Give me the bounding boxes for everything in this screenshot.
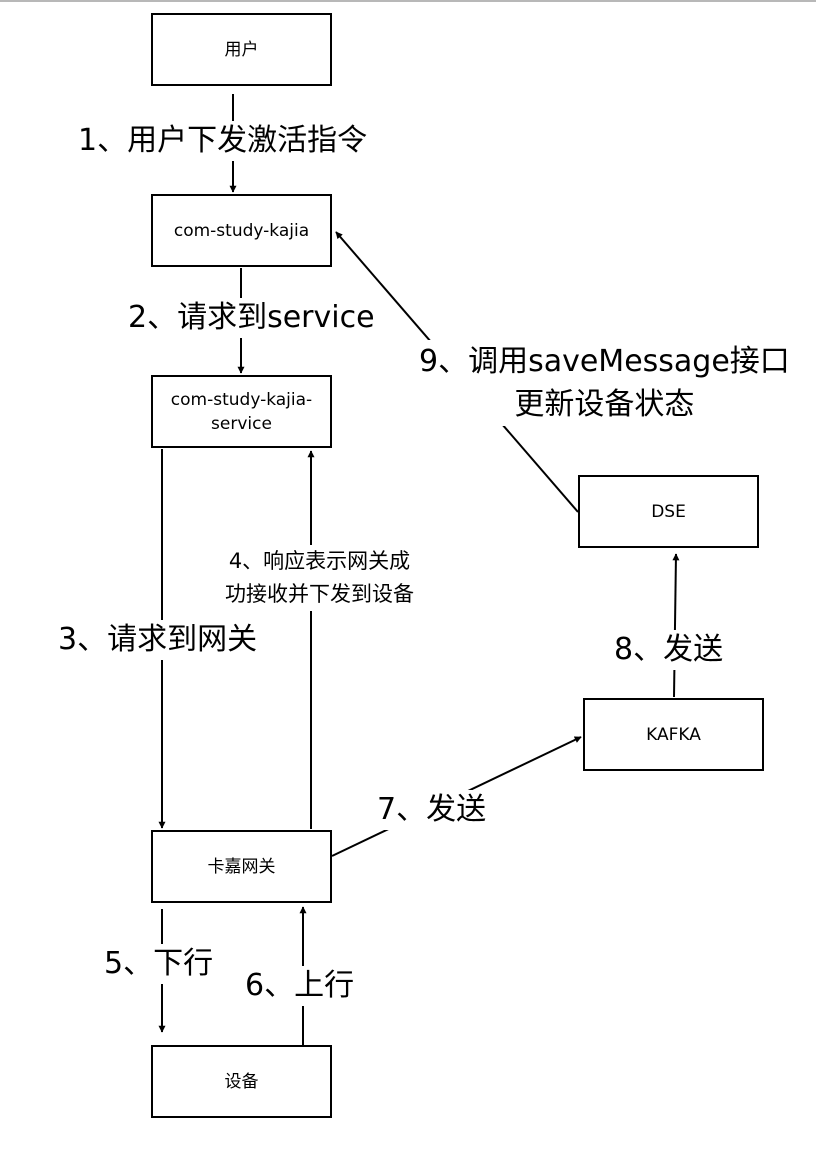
node-com-study-kajia-service: com-study-kajia- service [151, 375, 332, 448]
node-user: 用户 [151, 13, 332, 86]
node-dse: DSE [578, 475, 759, 548]
edge-label-step3: 3、请求到网关 [58, 620, 258, 660]
edge-label-step1: 1、用户下发激活指令 [78, 121, 368, 161]
edge-label-step7: 7、发送 [377, 790, 487, 830]
edge-label-step4: 4、响应表示网关成 功接收并下发到设备 [225, 545, 414, 611]
window-top-border [0, 0, 816, 2]
edge-label-step2: 2、请求到service [128, 298, 375, 338]
edge-label-step9: 9、调用saveMessage接口 更新设备状态 [419, 340, 790, 426]
edge-label-step8: 8、发送 [614, 630, 724, 670]
edge-label-step6: 6、上行 [245, 966, 355, 1006]
node-com-study-kajia: com-study-kajia [151, 194, 332, 267]
node-device: 设备 [151, 1045, 332, 1118]
node-kafka: KAFKA [583, 698, 764, 771]
edge-step8-line [672, 553, 680, 698]
edge-label-step5: 5、下行 [104, 944, 214, 984]
node-gateway: 卡嘉网关 [151, 830, 332, 903]
